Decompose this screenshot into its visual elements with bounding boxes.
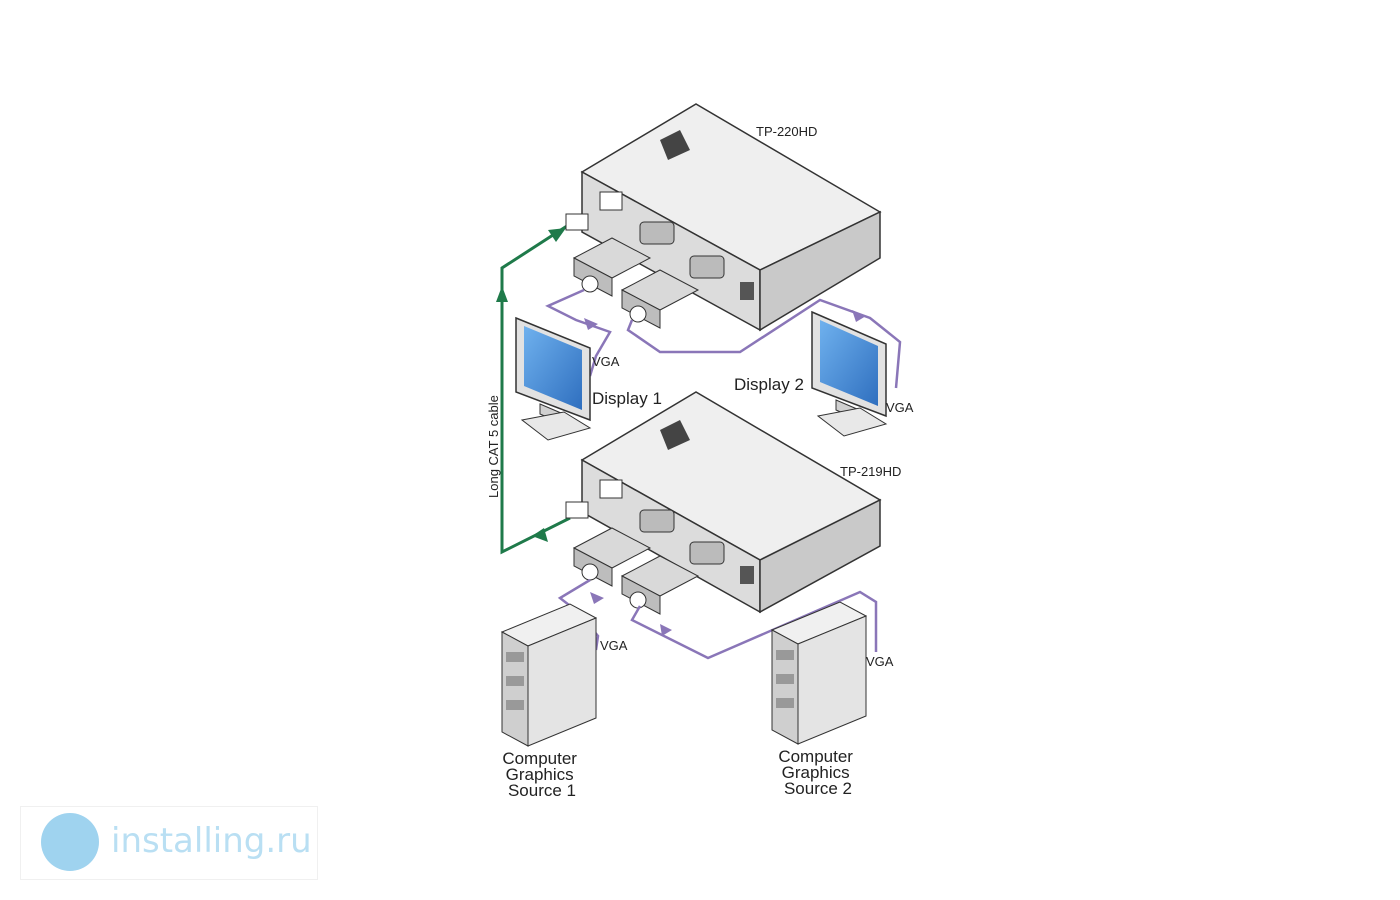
transmitter-vga-plugs [572,527,700,615]
display-2-monitor [811,310,888,437]
computer-source-2 [770,601,868,745]
display-2-vga-label: VGA [886,400,914,415]
display-1-vga-label: VGA [592,354,620,369]
source-1-label: Computer Graphics Source 1 [502,749,581,800]
receiver-vga-plugs [572,237,700,329]
cat5-cable-label: Long CAT 5 cable [486,395,501,498]
transmitter-model-label: TP-219HD [840,464,901,479]
receiver-device [580,103,882,332]
display-2-label: Display 2 [734,375,804,394]
source-2-vga-label: VGA [866,654,894,669]
display-1-label: Display 1 [592,389,662,408]
source-2-label: Computer Graphics Source 2 [778,747,857,798]
rj45-plug-transmitter [565,501,589,519]
cat5-arrow-in [548,228,566,242]
source-1-vga-label: VGA [600,638,628,653]
watermark-logo-icon [41,813,99,871]
receiver-model-label: TP-220HD [756,124,817,139]
transmitter-device [580,391,882,614]
vga-arrows [584,310,866,636]
cat5-arrow-up [496,286,508,302]
computer-source-1 [500,603,598,747]
display-1-monitor [515,316,592,441]
rj45-plug-receiver [565,213,589,231]
watermark-text: installing.ru [111,821,312,861]
cat5-arrow-out [532,528,548,542]
watermark: installing.ru [20,806,318,880]
